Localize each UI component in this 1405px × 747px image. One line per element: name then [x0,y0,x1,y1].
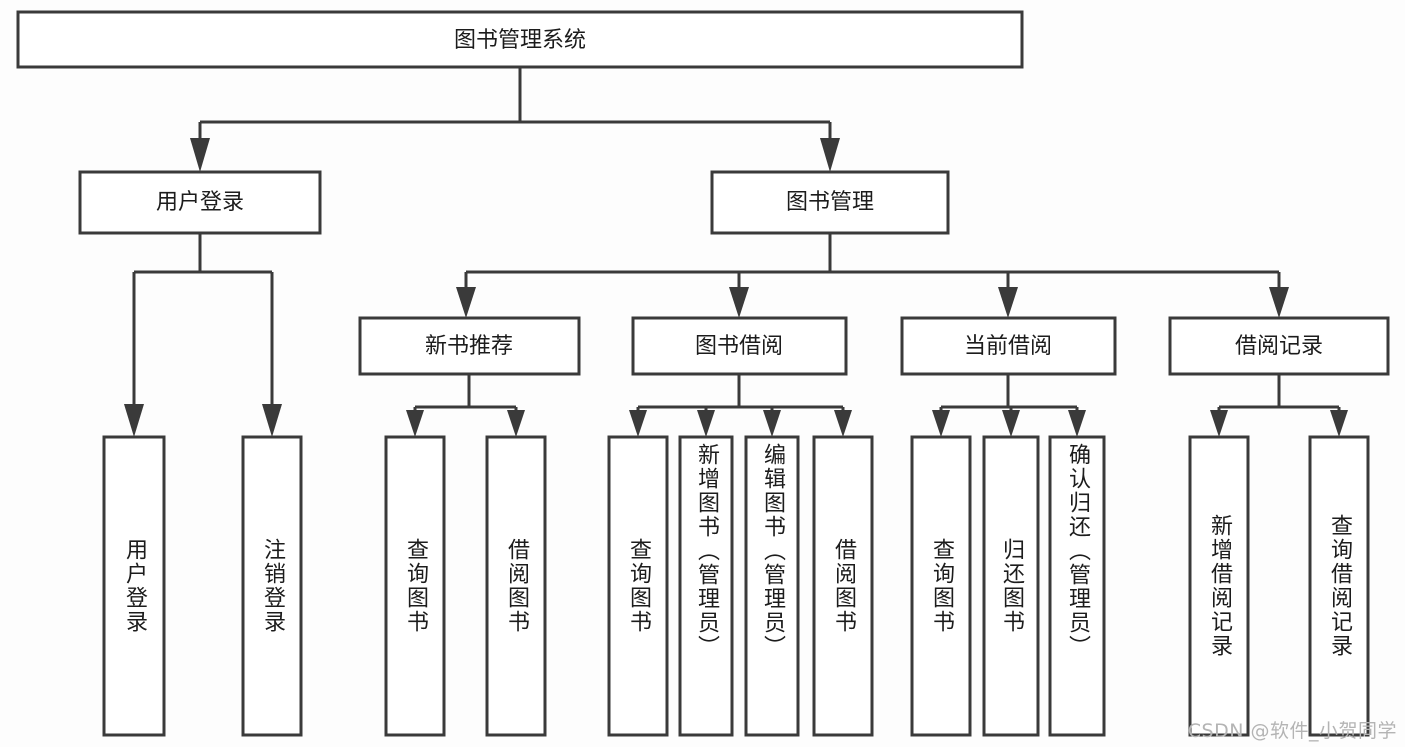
arrow-record-leaf-2 [1330,410,1348,437]
arrow-userlogin-leaf-1 [124,404,144,437]
arrow-borrow-leaf-2 [697,410,715,437]
node-current-borrow[interactable]: 当前借阅 [900,316,1117,376]
leaf-add-borrow-record-rect[interactable] [1188,435,1250,737]
arrow-borrow-leaf-4 [834,410,852,437]
node-new-book-recommend[interactable]: 新书推荐 [358,316,581,376]
arrow-root-to-userlogin [190,138,210,172]
node-book-management-rect[interactable] [710,170,950,235]
node-user-login-label: 用户登录 [156,190,244,215]
node-root-system[interactable]: 图书管理系统 [16,10,1024,69]
arrow-current-leaf-2 [1002,410,1020,437]
arrow-root-to-bookmgmt [820,138,840,172]
node-borrow-record-rect[interactable] [1168,316,1390,376]
arrow-borrow-leaf-1 [629,410,647,437]
node-book-management-label: 图书管理 [786,190,874,215]
node-current-borrow-rect[interactable] [900,316,1117,376]
leaf-query-book-current-rect[interactable] [910,435,972,737]
node-borrow-record-label: 借阅记录 [1235,334,1323,359]
node-root-system-rect[interactable] [16,10,1024,69]
leaf-return-book-rect[interactable] [982,435,1040,737]
node-borrow-record[interactable]: 借阅记录 [1168,316,1390,376]
arrow-current-leaf-1 [932,410,950,437]
arrow-bookmgmt-to-newbook [456,287,476,318]
node-root-system-label: 图书管理系统 [454,28,586,53]
node-book-borrow-rect[interactable] [631,316,848,376]
node-book-management[interactable]: 图书管理 [710,170,950,235]
leaf-query-book-borrow-rect[interactable] [607,435,669,737]
node-user-login[interactable]: 用户登录 [78,170,322,235]
arrow-newbook-leaf-1 [406,410,424,437]
node-layer: 图书管理系统 用户登录 图书管理 新书推荐 图书借阅 [16,10,1390,737]
arrow-borrow-leaf-3 [763,410,781,437]
node-book-borrow-label: 图书借阅 [695,334,783,359]
node-new-book-recommend-label: 新书推荐 [425,334,513,359]
leaf-borrow-book-newbook-rect[interactable] [485,435,547,737]
csdn-watermark: CSDN @软件_小贺同学 [1187,720,1397,742]
leaf-confirm-return-admin-rect[interactable] [1048,435,1106,737]
arrow-record-leaf-1 [1210,410,1228,437]
arrow-bookmgmt-to-borrow [729,287,749,318]
leaf-add-book-admin-rect[interactable] [678,435,734,737]
leaf-query-borrow-record-rect[interactable] [1308,435,1370,737]
node-book-borrow[interactable]: 图书借阅 [631,316,848,376]
arrow-bookmgmt-to-current [998,287,1018,318]
arrow-userlogin-leaf-2 [262,404,282,437]
node-current-borrow-label: 当前借阅 [964,334,1052,359]
leaf-query-book-newbook-rect[interactable] [384,435,446,737]
leaf-borrow-book-rect[interactable] [812,435,874,737]
leaf-logout-rect[interactable] [241,435,303,737]
node-new-book-recommend-rect[interactable] [358,316,581,376]
connector-layer [124,67,1348,437]
arrow-bookmgmt-to-record [1269,287,1289,318]
arrow-newbook-leaf-2 [507,410,525,437]
node-user-login-rect[interactable] [78,170,322,235]
arrow-current-leaf-3 [1068,410,1086,437]
leaf-user-login-rect[interactable] [102,435,166,737]
leaf-edit-book-admin-rect[interactable] [744,435,800,737]
